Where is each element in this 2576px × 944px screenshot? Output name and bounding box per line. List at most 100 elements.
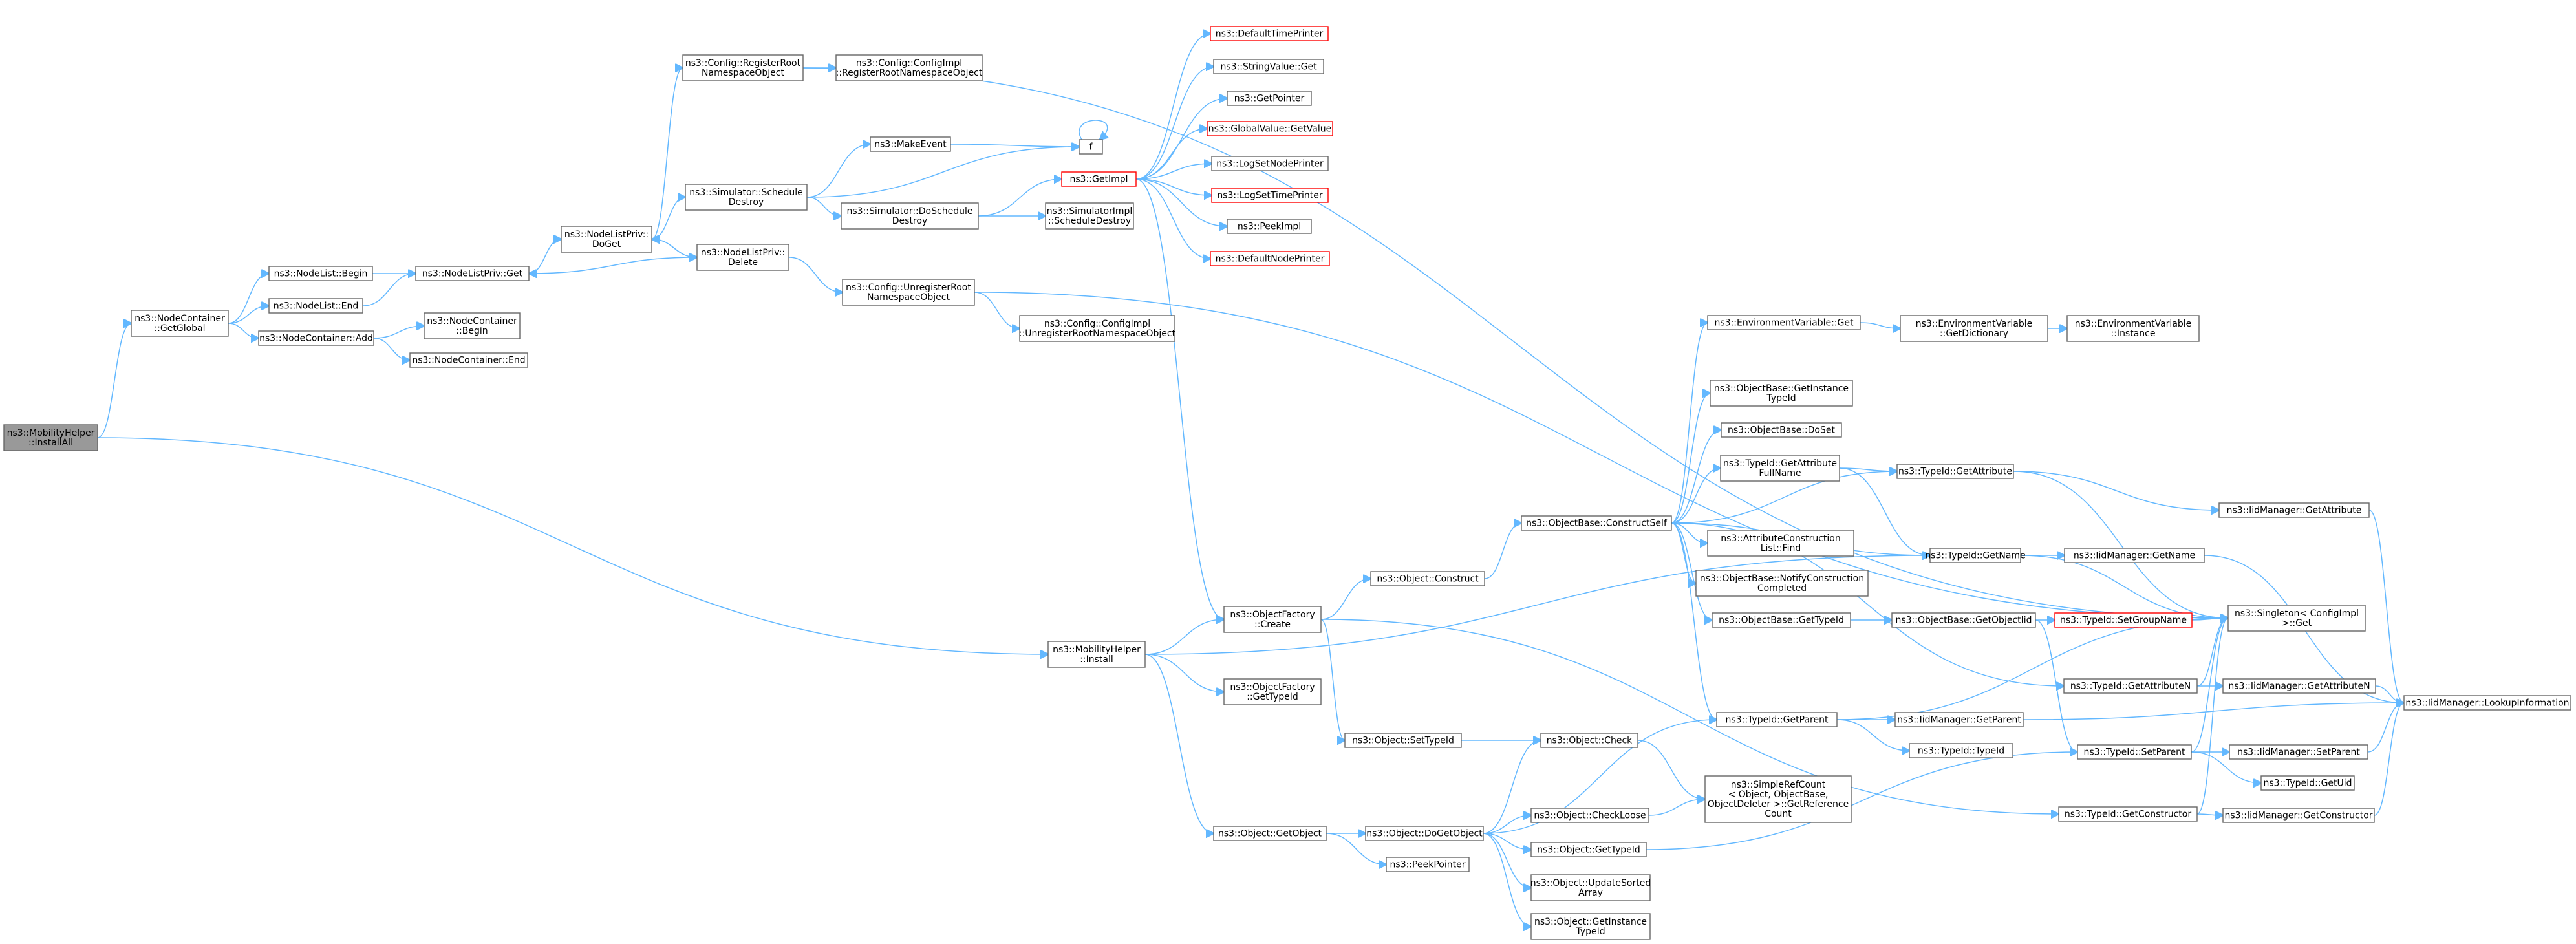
node-tidGetAttributeN[interactable]: ns3::TypeId::GetAttributeN	[2063, 678, 2198, 694]
node-singletonGet[interactable]: ns3::Singleton< ConfigImpl >::Get	[2227, 605, 2366, 632]
node-peekPointer[interactable]: ns3::PeekPointer	[1386, 857, 1470, 872]
node-label: ns3::IidManager::GetName	[2074, 551, 2195, 561]
edge-cfgUnregRoot-to-cfgImplUnreg	[974, 292, 1020, 328]
node-nlpDelete[interactable]: ns3::NodeListPriv::Delete	[696, 244, 789, 271]
node-ncEnd[interactable]: ns3::NodeContainer::End	[409, 352, 528, 368]
node-label: f	[1089, 142, 1093, 153]
edge-root-to-ncGetGlobal	[97, 323, 131, 438]
node-objConstruct[interactable]: ns3::Object::Construct	[1370, 571, 1485, 586]
node-nlBegin[interactable]: ns3::NodeList::Begin	[268, 266, 373, 281]
node-tidTypeId[interactable]: ns3::TypeId::TypeId	[1909, 743, 2013, 758]
node-cfgImplReg[interactable]: ns3::Config::ConfigImpl::RegisterRootNam…	[835, 54, 983, 81]
node-envInstance[interactable]: ns3::EnvironmentVariable::Instance	[2066, 315, 2200, 342]
node-box	[1695, 570, 1869, 597]
node-mhInstall[interactable]: ns3::MobilityHelper::Install	[1047, 641, 1146, 668]
node-label: ::InstallAll	[28, 438, 73, 448]
node-box	[1344, 733, 1462, 748]
node-box	[1530, 874, 1651, 901]
edge-mhInstall-to-tidGetName	[1144, 555, 1930, 655]
node-cfgRegRoot[interactable]: ns3::Config::RegisterRootNamespaceObject	[682, 54, 804, 81]
edge-iidGetConstructor-to-iidLookup	[2374, 703, 2404, 816]
node-cfgImplUnreg[interactable]: ns3::Config::ConfigImpl::UnregisterRootN…	[1019, 315, 1176, 342]
node-label: DoGet	[592, 239, 621, 250]
node-iidGetConstructor[interactable]: ns3::IidManager::GetConstructor	[2222, 808, 2375, 823]
node-obDoSet[interactable]: ns3::ObjectBase::DoSet	[1721, 422, 1842, 438]
node-nlpDoGet[interactable]: ns3::NodeListPriv::DoGet	[561, 226, 652, 253]
node-simImplSchedDestroy[interactable]: ns3::SimulatorImpl::ScheduleDestroy	[1045, 202, 1134, 230]
node-label: ns3::MobilityHelper	[1053, 645, 1141, 655]
node-objCheck[interactable]: ns3::Object::Check	[1540, 733, 1638, 748]
node-iidGetAttributeN[interactable]: ns3::IidManager::GetAttributeN	[2222, 678, 2376, 694]
node-tidGetConstructor[interactable]: ns3::TypeId::GetConstructor	[2058, 806, 2198, 822]
node-box	[131, 310, 229, 337]
node-tidSetGroupName[interactable]: ns3::TypeId::SetGroupName	[2054, 612, 2193, 628]
node-logSetTimePrinter[interactable]: ns3::LogSetTimePrinter	[1211, 188, 1329, 203]
edge-tidGetConstructor-to-singletonGet	[2196, 618, 2228, 815]
node-tidGetParent[interactable]: ns3::TypeId::GetParent	[1716, 712, 1838, 727]
node-envGet[interactable]: ns3::EnvironmentVariable::Get	[1707, 315, 1861, 330]
node-peekImpl[interactable]: ns3::PeekImpl	[1227, 219, 1312, 234]
node-iidGetAttribute[interactable]: ns3::IidManager::GetAttribute	[2218, 502, 2370, 518]
node-obConstructSelf[interactable]: ns3::ObjectBase::ConstructSelf	[1521, 515, 1672, 531]
node-box	[2058, 806, 2198, 822]
node-tidGetName[interactable]: ns3::TypeId::GetName	[1925, 548, 2026, 563]
node-ncGetGlobal[interactable]: ns3::NodeContainer::GetGlobal	[131, 310, 229, 337]
node-label: ns3::NodeContainer::End	[412, 356, 525, 366]
node-f[interactable]: f	[1079, 139, 1103, 155]
node-iidGetName[interactable]: ns3::IidManager::GetName	[2064, 548, 2205, 563]
node-box	[1045, 202, 1134, 230]
node-simpleRefCount[interactable]: ns3::SimpleRefCount< Object, ObjectBase,…	[1704, 775, 1852, 823]
node-label: ns3::LogSetNodePrinter	[1216, 159, 1324, 169]
node-logSetNodePrinter[interactable]: ns3::LogSetNodePrinter	[1211, 156, 1329, 171]
node-ncBegin[interactable]: ns3::NodeContainer::Begin	[424, 312, 521, 339]
node-nlEnd[interactable]: ns3::NodeList::End	[268, 298, 363, 314]
node-ofGetTypeId[interactable]: ns3::ObjectFactory::GetTypeId	[1223, 678, 1322, 705]
node-tidGetUid[interactable]: ns3::TypeId::GetUid	[2260, 775, 2355, 791]
node-envGetDictionary[interactable]: ns3::EnvironmentVariable::GetDictionary	[1900, 315, 2048, 342]
edge-objConstruct-to-obConstructSelf	[1484, 523, 1521, 579]
node-box	[1365, 826, 1484, 841]
node-ncAdd[interactable]: ns3::NodeContainer::Add	[258, 330, 374, 346]
node-obNotifyConstruction[interactable]: ns3::ObjectBase::NotifyConstructionCompl…	[1695, 570, 1869, 597]
node-ofCreate[interactable]: ns3::ObjectFactory::Create	[1223, 606, 1322, 633]
node-box	[1716, 712, 1838, 727]
node-nlpGet[interactable]: ns3::NodeListPriv::Get	[415, 266, 530, 281]
node-label: < Object, ObjectBase,	[1728, 789, 1829, 800]
node-defTimePrinter[interactable]: ns3::DefaultTimePrinter	[1210, 26, 1329, 41]
node-objGetObject[interactable]: ns3::Object::GetObject	[1213, 826, 1327, 841]
node-makeEvent[interactable]: ns3::MakeEvent	[870, 136, 951, 152]
node-iidGetParent[interactable]: ns3::IidManager::GetParent	[1894, 712, 2024, 727]
node-getPointer[interactable]: ns3::GetPointer	[1227, 91, 1312, 106]
node-obGetObjectIid[interactable]: ns3::ObjectBase::GetObjectIid	[1891, 612, 2036, 628]
node-globalValueGetValue[interactable]: ns3::GlobalValue::GetValue	[1207, 121, 1333, 136]
node-stringValueGet[interactable]: ns3::StringValue::Get	[1213, 59, 1324, 74]
node-objSetTypeId[interactable]: ns3::Object::SetTypeId	[1344, 733, 1462, 748]
node-label: ::UnregisterRootNamespaceObject	[1019, 328, 1176, 339]
node-root[interactable]: ns3::MobilityHelper::InstallAll	[3, 424, 98, 451]
node-iidLookup[interactable]: ns3::IidManager::LookupInformation	[2403, 695, 2571, 711]
node-objDoGetObject[interactable]: ns3::Object::DoGetObject	[1365, 826, 1484, 841]
edge-iidSetParent-to-iidLookup	[2367, 703, 2404, 753]
node-objCheckLoose[interactable]: ns3::Object::CheckLoose	[1530, 808, 1649, 823]
node-defNodePrinter[interactable]: ns3::DefaultNodePrinter	[1210, 251, 1330, 266]
node-obGetTypeId[interactable]: ns3::ObjectBase::GetTypeId	[1712, 612, 1851, 628]
node-tidSetParent[interactable]: ns3::TypeId::SetParent	[2077, 744, 2192, 760]
node-getImpl[interactable]: ns3::GetImpl	[1061, 171, 1137, 187]
node-simSchedDestroy[interactable]: ns3::Simulator::ScheduleDestroy	[685, 184, 808, 211]
node-label: ns3::NodeListPriv::	[564, 230, 649, 240]
node-label: ::Begin	[456, 326, 488, 336]
node-objGetTypeId[interactable]: ns3::Object::GetTypeId	[1530, 842, 1647, 857]
node-tidGetAttribute[interactable]: ns3::TypeId::GetAttribute	[1896, 464, 2014, 479]
node-iidSetParent[interactable]: ns3::IidManager::SetParent	[2229, 744, 2368, 760]
edge-getImpl-to-defTimePrinter	[1135, 34, 1210, 180]
node-cfgUnregRoot[interactable]: ns3::Config::UnregisterRootNamespaceObje…	[842, 279, 975, 306]
node-label: ns3::ObjectBase::NotifyConstruction	[1700, 574, 1864, 584]
node-box	[1211, 188, 1329, 203]
edge-obGetObjectIid-to-tidSetParent	[2035, 619, 2077, 752]
